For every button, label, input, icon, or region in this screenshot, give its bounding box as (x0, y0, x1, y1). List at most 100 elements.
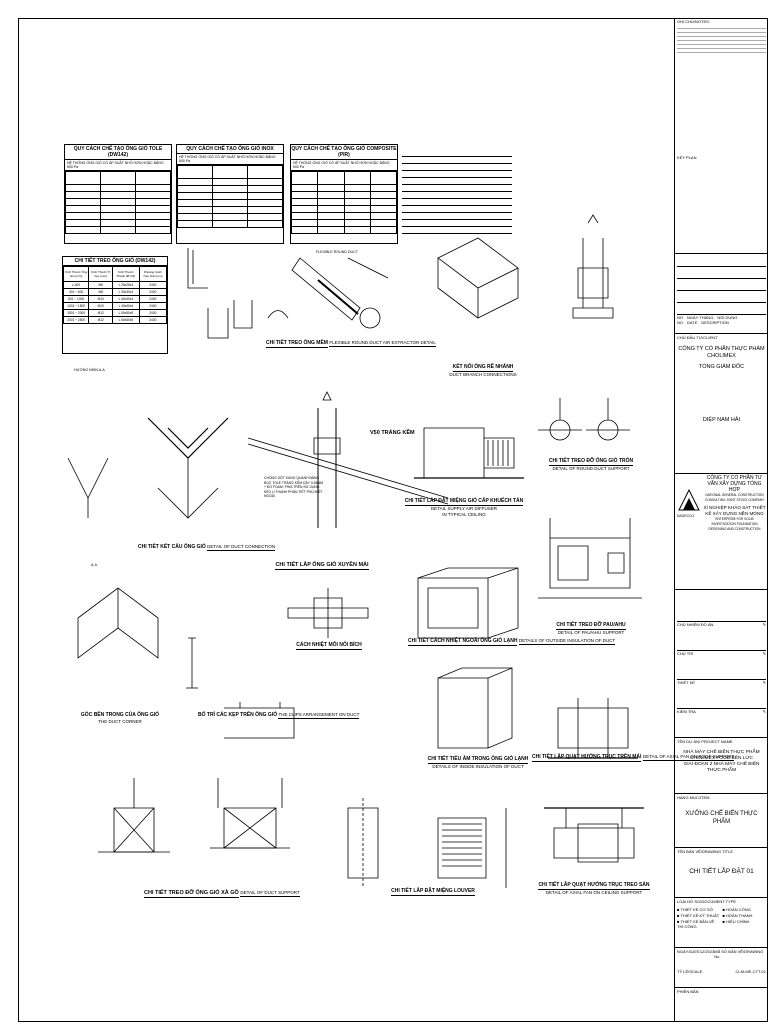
flexible-label: FLEXIBLE ROUND DUCT (316, 250, 358, 254)
client-name: CÔNG TY CỔ PHẦN THỰC PHẨM CHOLIMEX (678, 346, 765, 359)
document-type-block: LOẠI HỒ SƠ/DOCUMENT TYPE ■ THIẾT KẾ CƠ S… (675, 898, 768, 948)
signature-icon: ✎ (762, 651, 766, 656)
signature-icon: ✎ (762, 622, 766, 627)
item-block: HẠNG MỤC/ITEM XƯỞNG CHẾ BIẾN THỰC PHẨM (675, 794, 768, 848)
doctype-option: ■ HOÀN CÔNG (722, 907, 751, 912)
sig-row: KIỂM TRA✎ (677, 709, 766, 737)
roof-fan-vertical-drawing (572, 214, 614, 319)
insulation-joint-drawing (287, 588, 369, 638)
notes-title: GHI CHÚ/NOTES: (677, 19, 710, 24)
doctype-option: ■ HIỆU CHỈNH (722, 919, 750, 924)
revision-header-en: NO DATE DESCRIPTION (677, 320, 729, 325)
direction-label: HƯỚNG NHÌN A-A (74, 368, 105, 372)
spec-table-tole-title: QUY CÁCH CHẾ TẠO ỐNG GIÓ TOLE (DW142) (65, 145, 171, 160)
item-name: XƯỞNG CHẾ BIẾN THỰC PHẨM (685, 811, 758, 825)
louver-drawing (347, 798, 507, 888)
drawing-title: CHI TIẾT LẮP ĐẶT 01 (689, 868, 754, 875)
pau-support-drawing (538, 518, 642, 599)
roof-duct-drawing (247, 391, 449, 528)
caption-round-support: CHI TIẾT TREO ĐỠ ỐNG GIÓ TRÒN DETAIL OF … (548, 458, 634, 471)
doctype-option: ■ THIẾT KẾ CƠ SỞ (677, 907, 714, 912)
caption-diffuser: CHI TIẾT LẮP ĐẶT MIỆNG GIÓ CẤP KHUẾCH TÁ… (404, 498, 524, 517)
caption-roof-fan: CHI TIẾT LẮP QUẠT HƯỚNG TRỤC TRÊN MÁI DE… (532, 754, 735, 762)
client-block: CHỦ ĐẦU TƯ/CLIENT CÔNG TY CỔ PHẦN THỰC P… (675, 334, 768, 474)
key-plan: KEY PLAN (675, 154, 768, 254)
caption-branch: KẾT NỐI ỐNG RẼ NHÁNH DUCT BRANCH CONNECT… (449, 364, 517, 377)
spec-table-composite: QUY CÁCH CHẾ TẠO ỐNG GIÓ COMPOSITE (PIR)… (290, 144, 398, 244)
diffuser-drawing (414, 427, 524, 479)
spec-table-inox: QUY CÁCH CHẾ TẠO ỐNG GIÓ INOX HỆ THỐNG Ố… (176, 144, 284, 244)
caption-clips: BỐ TRÍ CÁC KẸP TRÊN ỐNG GIÓ THE CLIPS AR… (198, 712, 360, 719)
caption-insulation: CÁCH NHIỆT MÔI NỐI BÍCH (296, 642, 362, 650)
caption-pau: CHI TIẾT TREO ĐỠ PAU/AHU DETAIL OF PAU/A… (556, 622, 626, 635)
spec-table-composite-title: QUY CÁCH CHẾ TẠO ỐNG GIÓ COMPOSITE (PIR) (291, 145, 397, 160)
nagecco-logo (678, 488, 700, 511)
signature-icon: ✎ (762, 709, 766, 714)
consultant-name-en: NATIONAL GENERAL CONSTRUCTION CONSULTING… (704, 493, 765, 502)
drawing-area: QUY CÁCH CHẾ TẠO ỐNG GIÓ TOLE (DW142) HỆ… (18, 18, 735, 1022)
clips-drawing (186, 637, 295, 739)
drawing-title-block: TÊN BẢN VẼ/DRAWING TITLE CHI TIẾT LẮP ĐẶ… (675, 848, 768, 898)
hanger-table-title: CHI TIẾT TREO ỐNG GIÓ (DW142) (63, 257, 167, 266)
client-role: TỔNG GIÁM ĐỐC (698, 364, 745, 370)
revision-header: NO NGÀY THÁNG NỘI DUNG (677, 315, 738, 320)
caption-roof-duct: CHI TIẾT LẮP ỐNG GIÓ XUYÊN MÁI (275, 562, 369, 570)
composite-notes (402, 152, 512, 236)
sig-row: CHỦ NHIỆM ĐỒ ÁN✎ (677, 622, 766, 651)
spec-table-inox-subtitle: HỆ THỐNG ỐNG GIÓ CÓ ÁP SUẤT NHỎ HƠN HOẶC… (177, 154, 283, 165)
table-cell: 2001 ~ 2500 (62, 316, 90, 324)
outside-insulation-drawing (417, 567, 519, 639)
drawing-number: CLM-ME-CTT-01 (735, 969, 766, 974)
doctype-option: ■ THIẾT KẾ KỸ THUẬT (677, 913, 720, 918)
signature-icon: ✎ (762, 680, 766, 685)
doctype-option: ■ THIẾT KẾ BẢN VẼ THI CÔNG (677, 919, 715, 929)
table-cell: 2400 (138, 316, 168, 324)
round-support-drawing (538, 398, 630, 441)
spec-table-composite-subtitle: HỆ THỐNG ỐNG GIÓ CÓ ÁP SUẤT NHỎ HƠN HOẶC… (291, 160, 397, 171)
caption-flexible: CHI TIẾT TREO ỐNG MỀM FLEXIBLE ROUND DUC… (266, 340, 436, 348)
client-person: DIỆP NAM HẢI (702, 417, 741, 423)
hanger-col-header: Khoảng Cách Treo Giá (mm) (138, 266, 168, 282)
roof-note: CHỐNG DỘT XUNG QUANH BẰNG BỌC TOLE TRÁNG… (264, 476, 324, 499)
caption-duct-support: CHI TIẾT TREO ĐỠ ỐNG GIÓ XÀ GỒ DETAIL OF… (144, 890, 300, 898)
ceiling-fan-drawing (544, 807, 644, 863)
consultant-unit-en: ENTERPRISE FOR SOLIB INVESTIGATION FOUND… (708, 517, 761, 531)
hanger-table: CHI TIẾT TREO ỐNG GIÓ (DW142) Kích Thước… (62, 256, 168, 354)
logo-text: NAGECCO (677, 514, 695, 518)
v50-label: V50 TRÁNG KẼM (370, 430, 415, 436)
project-block: TÊN DỰ ÁN/ PROJECT NAME NHÀ MÁY CHẾ BIẾN… (675, 738, 768, 794)
project-name: NHÀ MÁY CHẾ BIẾN THỰC PHẨM CHOLIMEX FOOD… (683, 750, 760, 761)
caption-outside-insulation: CHI TIẾT CÁCH NHIỆT NGOÀI ỐNG GIÓ LẠNH D… (408, 638, 616, 646)
duct-connection-drawing (67, 417, 229, 519)
caption-duct-corner: GÓC BÊN TRONG CỦA ỐNG GIÓ THE DUCT CORNE… (80, 712, 160, 724)
spec-table-composite-grid (290, 171, 398, 234)
roof-fan-drawing (548, 698, 638, 759)
consultant-name: CÔNG TY CỔ PHẦN TƯ VẤN XÂY DỰNG TỔNG HỢP (706, 475, 763, 493)
caption-louver: CHI TIẾT LẮP ĐẶT MIỆNG LOUVER (391, 888, 475, 896)
duct-corner-drawing (77, 587, 159, 659)
flexible-duct-drawing (267, 257, 389, 329)
revision-rows (677, 255, 766, 315)
drawing-linework (67, 214, 644, 888)
consultant-unit: XÍ NGHIỆP KHẢO SÁT THIẾT KẾ XÂY DỰNG NỀN… (703, 505, 766, 516)
project-phase: GIAI ĐOẠN 2 NHÀ MÁY CHẾ BIẾN THỰC PHẨM (683, 762, 760, 773)
branch-drawing (437, 237, 519, 319)
date-value: 12/2023 (699, 949, 715, 954)
sig-row: THIẾT KẾ✎ (677, 680, 766, 709)
inside-insulation-drawing (437, 667, 513, 749)
spec-table-tole-subtitle: HỆ THỐNG ỐNG GIÓ CÓ ÁP SUẤT NHỎ HƠN HOẶC… (65, 160, 171, 171)
doctype-option: ■ HOÀN THÀNH (722, 913, 753, 918)
sig-row: CHỦ TRÌ✎ (677, 651, 766, 680)
caption-ceiling-fan: CHI TIẾT LẮP QUẠT HƯỚNG TRỤC TREO SÀN DE… (538, 882, 650, 895)
consultant-block: NAGECCO CÔNG TY CỔ PHẦN TƯ VẤN XÂY DỰNG … (675, 474, 768, 590)
spec-table-inox-grid (177, 165, 283, 228)
caption-inside-insulation: CHI TIẾT TIÊU ÂM TRONG ỐNG GIÓ LẠNH DETA… (427, 756, 529, 769)
rev-block: PHIÊN BẢN (677, 989, 699, 994)
title-block: GHI CHÚ/NOTES: KEY PLAN NO NGÀY THÁNG (674, 18, 768, 1022)
hanger-table-grid: Kích Thước Ống Gió (mm) Kích Thước Ti tr… (62, 266, 168, 324)
spec-table-tole-grid (65, 171, 171, 234)
spec-table-inox-title: QUY CÁCH CHẾ TẠO ỐNG GIÓ INOX (177, 145, 283, 154)
section-aa-label: A-A (91, 563, 97, 567)
duct-support-drawing (98, 778, 290, 853)
